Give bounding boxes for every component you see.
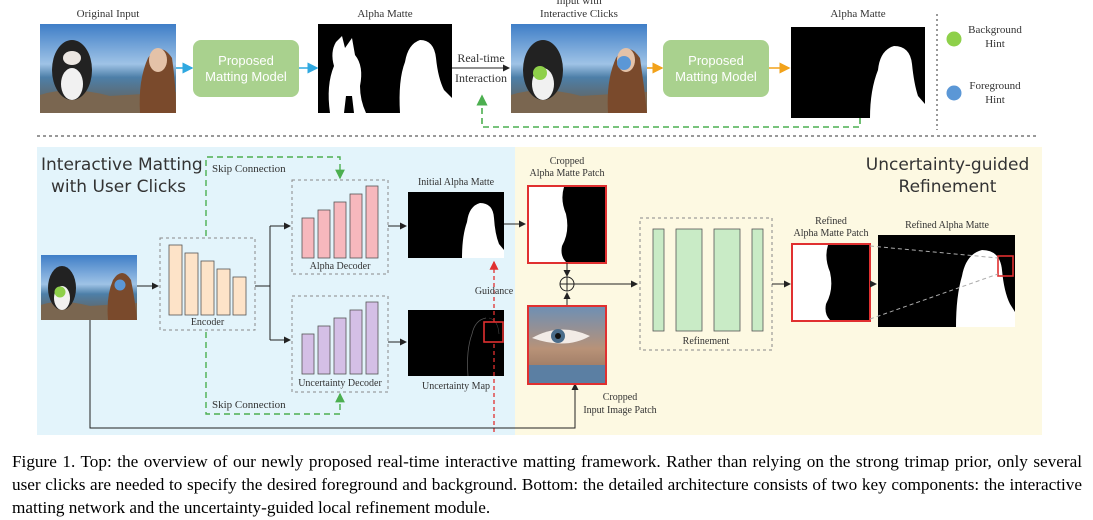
cropped-input-label-line1: Cropped xyxy=(602,392,638,403)
background-click-marker xyxy=(533,66,547,80)
alpha-matte-label-2: Alpha Matte xyxy=(830,8,886,20)
refined-patch-label-line1: Refined xyxy=(815,216,847,227)
refinement-label: Refinement xyxy=(682,336,730,347)
figure-caption: Figure 1. Top: the overview of our newly… xyxy=(12,452,1082,517)
input-clicks-label-line2: Interactive Clicks xyxy=(540,8,618,20)
alpha-matte-image-2 xyxy=(791,27,925,118)
initial-alpha-matte-image xyxy=(408,192,504,258)
refinement-title-line1: Uncertainty-guided xyxy=(865,155,1030,175)
cropped-alpha-patch-image xyxy=(527,185,607,264)
refined-patch-label-line2: Alpha Matte Patch xyxy=(793,228,869,239)
skip-connection-bottom-label: Skip Connection xyxy=(212,399,286,411)
uncertainty-decoder-label: Uncertainty Decoder xyxy=(298,378,382,389)
foreground-hint-label-line1: Foreground xyxy=(969,80,1021,92)
cropped-input-patch-image xyxy=(527,305,607,385)
skip-connection-top-arrow xyxy=(205,156,345,236)
input-image-bypass-arrow xyxy=(89,320,579,429)
foreground-hint-icon xyxy=(946,85,962,101)
encoder-layers xyxy=(168,244,247,316)
cropped-alpha-label-line2: Alpha Matte Patch xyxy=(529,168,605,179)
refinement-title-line2: Refinement xyxy=(898,177,997,197)
alpha-decoder-label: Alpha Decoder xyxy=(309,261,371,272)
interactive-matting-title-line2: with User Clicks xyxy=(51,177,186,197)
proposed-matting-model-box-1: Proposed Matting Model xyxy=(193,40,299,97)
uncertainty-map-image xyxy=(408,310,504,377)
skip-connection-bottom-arrow xyxy=(205,332,345,415)
refined-alpha-matte-label: Refined Alpha Matte xyxy=(905,220,989,231)
cropped-input-label-line2: Input Image Patch xyxy=(583,405,657,416)
refined-alpha-patch-image xyxy=(791,243,871,322)
background-hint-label-line1: Background xyxy=(968,24,1022,36)
interaction-label: Interaction xyxy=(455,71,507,85)
alpha-decoder-box xyxy=(291,179,389,275)
skip-connection-top-label: Skip Connection xyxy=(212,163,286,175)
refined-alpha-matte-image xyxy=(878,235,1015,327)
bottom-background-click xyxy=(54,286,66,298)
original-input-label: Original Input xyxy=(76,8,140,20)
foreground-hint-label-line2: Hint xyxy=(985,94,1005,106)
encoder-label: Encoder xyxy=(190,317,225,328)
proposed-matting-model-label-2: Proposed Matting Model xyxy=(675,52,757,84)
background-hint-icon xyxy=(946,31,962,47)
initial-alpha-matte-label: Initial Alpha Matte xyxy=(417,177,495,188)
bottom-foreground-click xyxy=(114,279,126,291)
realtime-label: Real-time xyxy=(457,51,505,65)
uncertainty-map-label: Uncertainty Map xyxy=(421,381,491,392)
refined-region-box xyxy=(997,255,1014,277)
proposed-matting-model-label-1: Proposed Matting Model xyxy=(205,52,287,84)
proposed-matting-model-box-2: Proposed Matting Model xyxy=(663,40,769,97)
input-clicks-label-line1: Input with xyxy=(556,0,602,7)
alpha-matte-label-1: Alpha Matte xyxy=(357,8,413,20)
original-input-image xyxy=(40,24,176,113)
cropped-alpha-label-line1: Cropped xyxy=(549,156,585,167)
background-hint-label-line2: Hint xyxy=(985,38,1005,50)
figure-diagram xyxy=(37,14,1038,432)
interaction-loop-arrow xyxy=(476,94,861,128)
uncertainty-decoder-box xyxy=(291,295,389,393)
encoder-box xyxy=(159,237,256,331)
foreground-click-marker xyxy=(617,56,631,70)
alpha-matte-image-1 xyxy=(318,24,452,113)
interactive-matting-title-line1: Interactive Matting xyxy=(41,155,203,175)
refinement-layers xyxy=(652,228,764,332)
alpha-decoder-layers xyxy=(301,185,379,259)
uncertainty-decoder-layers xyxy=(301,301,379,375)
guidance-label: Guidance xyxy=(474,286,514,297)
